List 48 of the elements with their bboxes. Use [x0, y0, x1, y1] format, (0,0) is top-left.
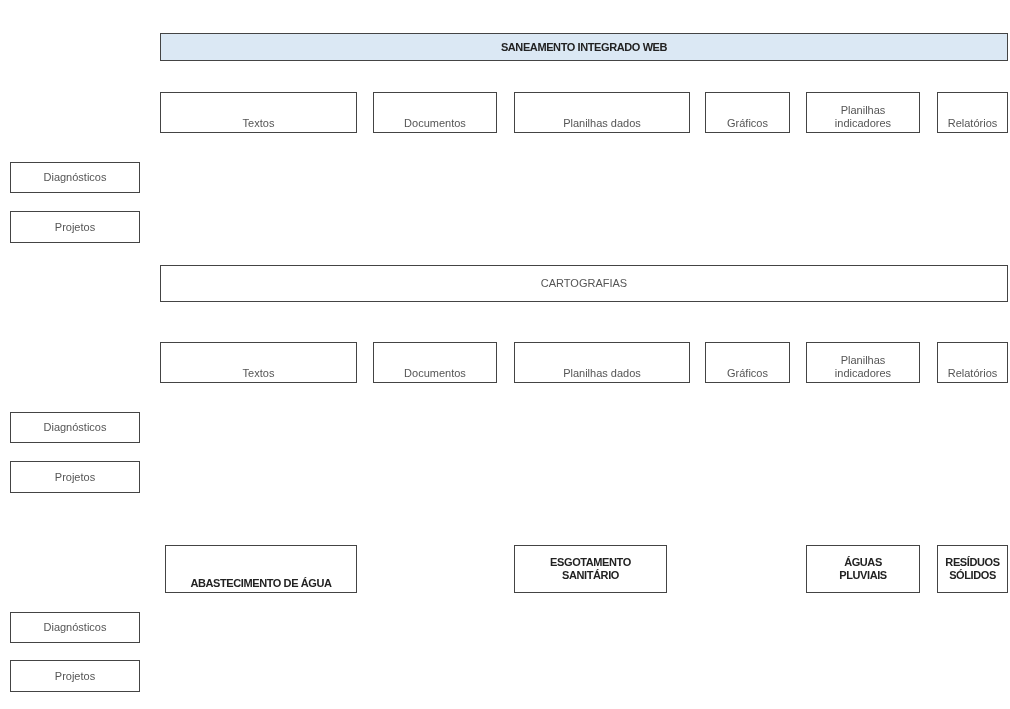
category-box	[806, 92, 920, 133]
box-label: Gráficos	[727, 367, 768, 380]
box-label: Projetos	[54, 669, 96, 683]
category-box	[160, 342, 357, 383]
theme-box	[806, 545, 920, 593]
title-bar	[160, 33, 1008, 61]
theme-box	[514, 545, 667, 593]
category-box	[705, 92, 790, 133]
box-label: Planilhas dados	[563, 117, 641, 130]
theme-box	[937, 545, 1008, 593]
category-box	[806, 342, 920, 383]
category-box	[160, 92, 357, 133]
side-box	[10, 461, 140, 493]
box-label: Projetos	[54, 470, 96, 484]
category-box	[514, 342, 690, 383]
category-box	[937, 92, 1008, 133]
box-label: SANEAMENTO INTEGRADO WEB	[500, 40, 668, 54]
box-label: ESGOTAMENTO SANITÁRIO	[549, 556, 632, 582]
box-label: RESÍDUOS SÓLIDOS	[944, 556, 1001, 582]
side-box	[10, 412, 140, 443]
box-label: Planilhas dados	[563, 367, 641, 380]
section-bar	[160, 265, 1008, 302]
box-label: Textos	[242, 367, 275, 380]
box-label: Planilhas indicadores	[833, 354, 893, 380]
category-box	[705, 342, 790, 383]
box-label: Projetos	[54, 220, 96, 234]
box-label: ABASTECIMENTO DE ÁGUA	[190, 577, 332, 590]
category-box	[514, 92, 690, 133]
box-label: Gráficos	[727, 117, 768, 130]
side-box	[10, 162, 140, 193]
box-label: Documentos	[404, 117, 466, 130]
box-label: ÁGUAS PLUVIAIS	[838, 556, 888, 582]
category-box	[373, 342, 497, 383]
theme-box	[165, 545, 357, 593]
box-label: Planilhas indicadores	[833, 104, 893, 130]
category-box	[373, 92, 497, 133]
box-label: CARTOGRAFIAS	[540, 277, 628, 290]
box-label: Relatórios	[947, 117, 998, 130]
box-label: Textos	[242, 117, 275, 130]
box-label: Relatórios	[947, 367, 998, 380]
box-label: Documentos	[404, 367, 466, 380]
side-box	[10, 612, 140, 643]
side-box	[10, 211, 140, 243]
category-box	[937, 342, 1008, 383]
box-label: Diagnósticos	[43, 171, 107, 184]
box-label: Diagnósticos	[43, 421, 107, 434]
side-box	[10, 660, 140, 692]
box-label: Diagnósticos	[43, 621, 107, 634]
